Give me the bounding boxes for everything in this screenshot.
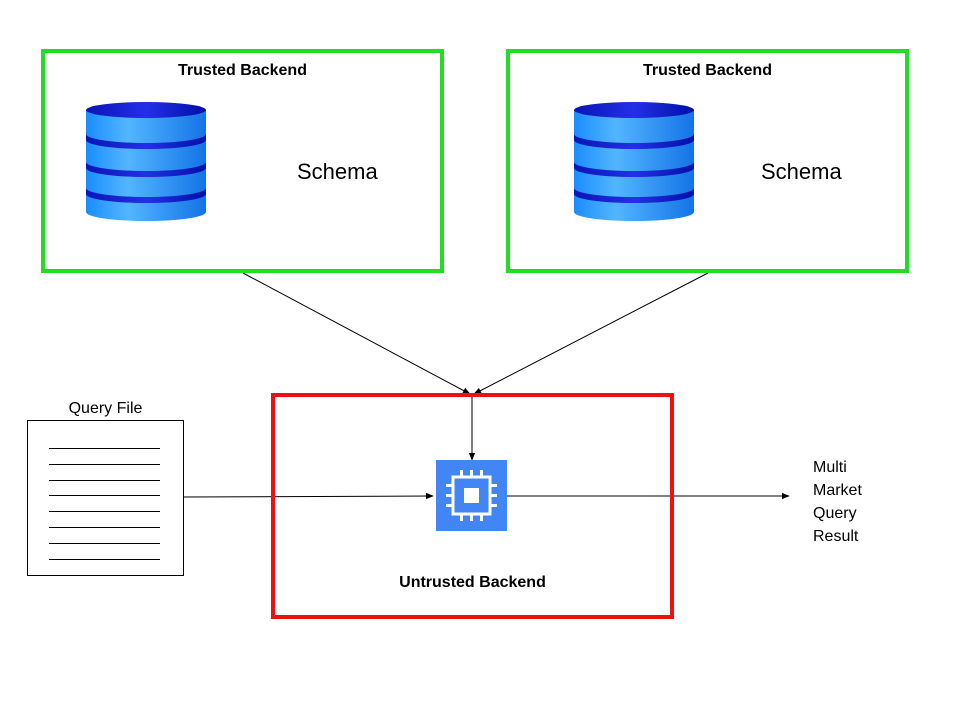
document-line (49, 448, 160, 449)
trusted-backend-left: Trusted Backend Schema (41, 49, 444, 273)
result-label: Multi Market Query Result (813, 456, 862, 548)
result-line: Multi (813, 459, 847, 476)
untrusted-backend-title: Untrusted Backend (399, 574, 546, 591)
database-icon (574, 102, 694, 221)
query-file-document-icon (27, 420, 184, 576)
database-icon (86, 102, 206, 221)
connector-left-trusted (242, 272, 471, 395)
schema-label: Schema (761, 159, 842, 184)
query-file-label: Query File (68, 400, 143, 417)
processor-chip-icon (436, 460, 507, 531)
result-line: Market (813, 482, 862, 499)
connector-query-to-processor (183, 492, 434, 500)
result-line: Result (813, 528, 859, 545)
trusted-backend-title: Trusted Backend (178, 62, 307, 79)
document-line (49, 511, 160, 512)
document-line (49, 559, 160, 560)
document-line (49, 543, 160, 544)
trusted-backend-right: Trusted Backend Schema (506, 49, 909, 273)
document-line (49, 464, 160, 465)
untrusted-backend: Untrusted Backend (271, 393, 674, 619)
document-line (49, 480, 160, 481)
document-line (49, 527, 160, 528)
trusted-backend-title: Trusted Backend (643, 62, 772, 79)
schema-label: Schema (297, 159, 378, 184)
document-line (49, 495, 160, 496)
connector-right-trusted (473, 272, 709, 395)
result-line: Query (813, 505, 857, 522)
